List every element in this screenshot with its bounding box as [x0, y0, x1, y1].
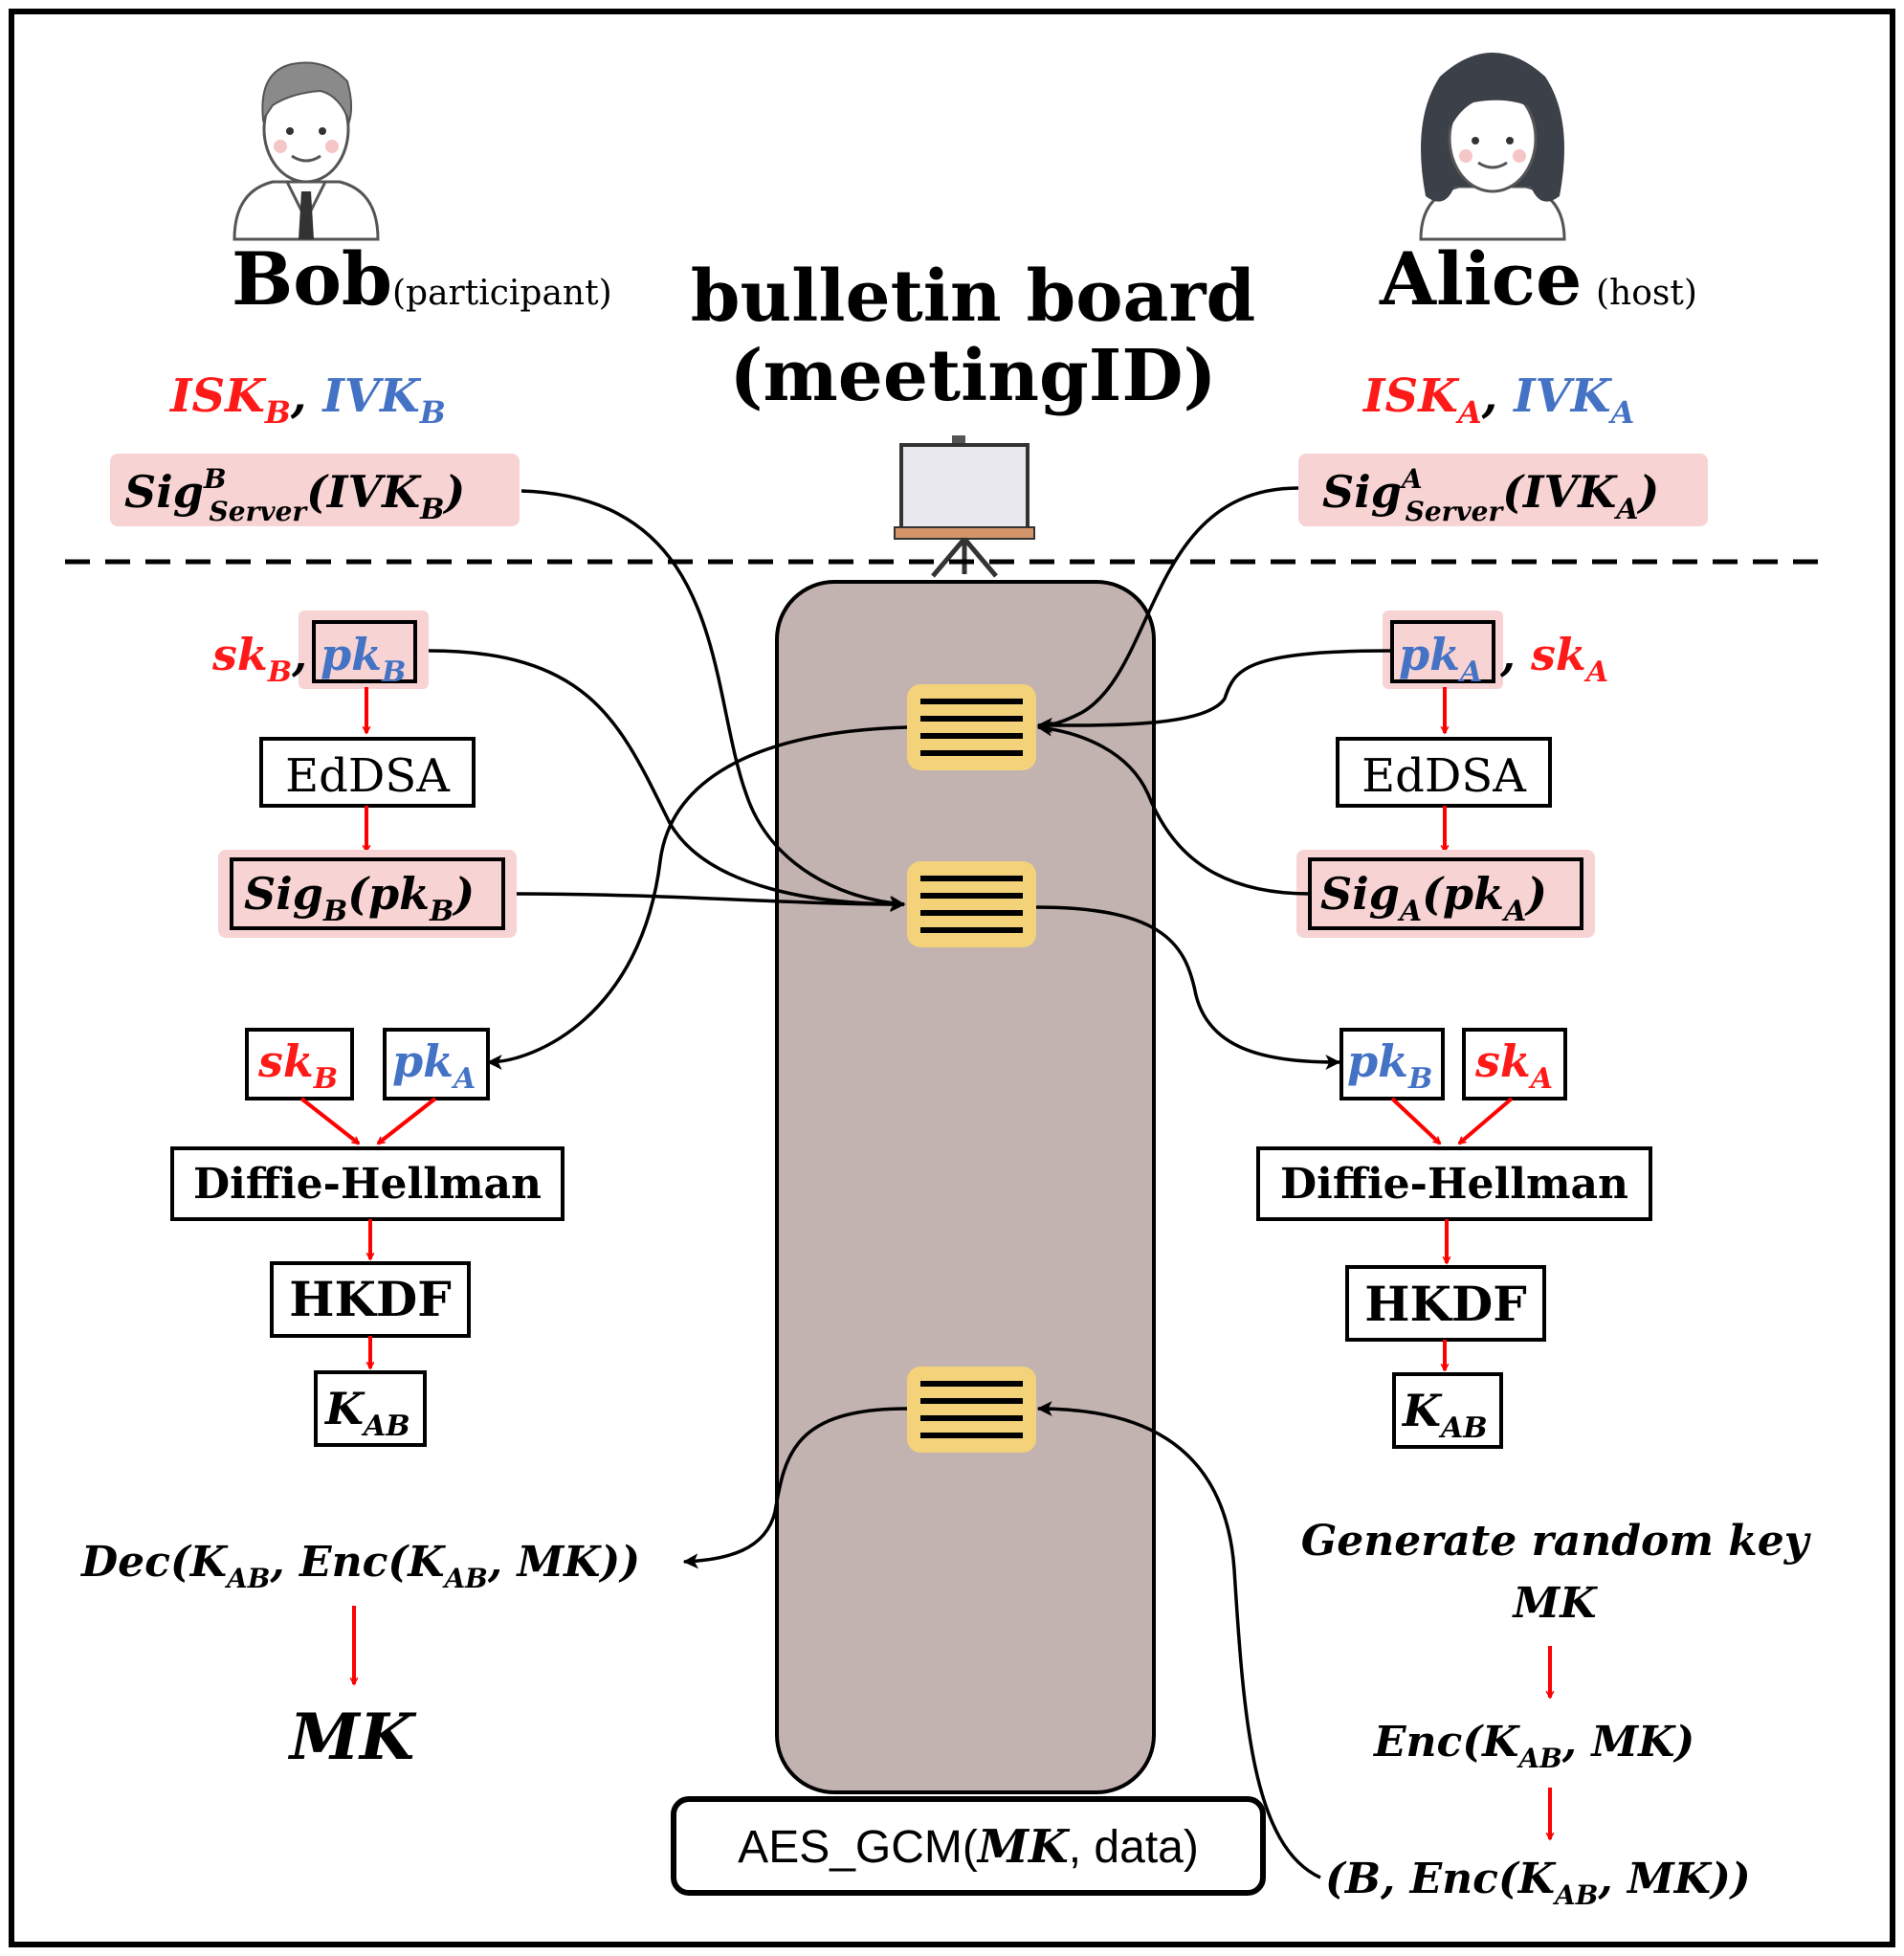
flow-arrow [428, 649, 906, 912]
alice-post: (B, Enc(KAB, MK)) [1325, 1855, 1751, 1911]
bulletin-board-column [775, 580, 1156, 1794]
bob-pk-highlight [299, 611, 429, 689]
alice-dh-pk-box [1339, 1028, 1445, 1100]
bob-dh-sk-box [245, 1028, 354, 1100]
alice-dh-sk: skA [1474, 1035, 1553, 1096]
alice-server-sig-box [1298, 454, 1708, 526]
board-title-line2: (meetingID) [729, 335, 1216, 417]
bob-decrypt: Dec(KAB, Enc(KAB, MK)) [79, 1538, 640, 1594]
alice-sk: , skA [1499, 629, 1608, 689]
board-title-line1: bulletin board [691, 256, 1255, 338]
message-note-icon [907, 861, 1036, 947]
bob-hkdf-box [270, 1261, 471, 1338]
alice-kab: KAB [1401, 1385, 1488, 1445]
alice-encrypt: Enc(KAB, MK) [1372, 1718, 1694, 1774]
message-note-icon [907, 684, 1036, 770]
flow-arrow [520, 489, 906, 911]
flow-arrow [299, 1097, 359, 1145]
flow-arrow [1390, 1097, 1442, 1145]
flow-arrow [1035, 905, 1341, 1070]
bob-sig-highlight [218, 850, 517, 938]
alice-pk: pkA [1399, 629, 1482, 689]
bob-pk: pkB [321, 629, 406, 689]
bob-server-sig-box [110, 454, 520, 526]
flow-arrow [1457, 1097, 1514, 1145]
flow-arrow [1036, 486, 1299, 733]
bob-dh-box [170, 1146, 565, 1221]
alice-generate-line2: MK [1512, 1579, 1599, 1628]
bob-mk-result: MK [288, 1700, 417, 1774]
alice-hkdf-box [1345, 1265, 1546, 1342]
flow-arrow [1036, 1401, 1321, 1879]
flow-arrow [1036, 721, 1311, 896]
flow-arrow [682, 1407, 908, 1569]
flow-arrow [378, 1097, 437, 1145]
bob-dh-label: Diffie-Hellman [193, 1160, 542, 1209]
bob-eddsa-label: EdDSA [285, 749, 451, 803]
flow-arrow [516, 892, 906, 912]
alice-eddsa-label: EdDSA [1362, 749, 1527, 803]
alice-dh-label: Diffie-Hellman [1280, 1160, 1628, 1209]
bob-name: Bob [232, 236, 392, 322]
bob-dh-sk: skB [257, 1035, 338, 1096]
outer-frame [9, 9, 1895, 1947]
flow-arrow [486, 725, 908, 1070]
alice-hkdf-label: HKDF [1364, 1276, 1527, 1332]
easel-board-icon [894, 435, 1035, 578]
alice-dh-pk: pkB [1347, 1035, 1432, 1096]
woman-avatar-icon [1419, 53, 1566, 241]
alice-generate-line1: Generate random key [1301, 1517, 1812, 1566]
bob-sk: skB, [211, 629, 307, 689]
alice-pk-highlight [1383, 611, 1503, 689]
bob-sig-box [230, 857, 505, 930]
message-note-icon [907, 1367, 1036, 1453]
bob-pk-box [312, 620, 417, 683]
bob-identity-keys: ISKB, IVKB [168, 369, 446, 431]
bob-hkdf-label: HKDF [289, 1271, 452, 1327]
bob-kab: KAB [323, 1383, 410, 1443]
bob-kab-box [314, 1370, 427, 1447]
alice-name: Alice [1379, 236, 1582, 322]
alice-kab-box [1392, 1372, 1503, 1449]
alice-sig-highlight [1296, 850, 1595, 938]
alice-role: (host) [1596, 274, 1697, 313]
flow-arrow [1036, 649, 1393, 734]
alice-dh-sk-box [1462, 1028, 1567, 1100]
bob-role: (participant) [392, 274, 612, 313]
aes-gcm-box [671, 1796, 1266, 1896]
bob-dh-pk: pkA [392, 1035, 476, 1096]
bob-sig: SigB(pkB) [244, 868, 475, 928]
alice-dh-box [1256, 1146, 1652, 1221]
alice-sig: SigA(pkA) [1320, 868, 1547, 928]
bob-eddsa-box [259, 737, 476, 808]
alice-eddsa-box [1336, 737, 1552, 808]
alice-identity-keys: ISKA, IVKA [1362, 369, 1634, 431]
man-avatar-icon [232, 61, 380, 241]
aes-gcm-label: AES_GCM(MK, data) [738, 1820, 1199, 1874]
